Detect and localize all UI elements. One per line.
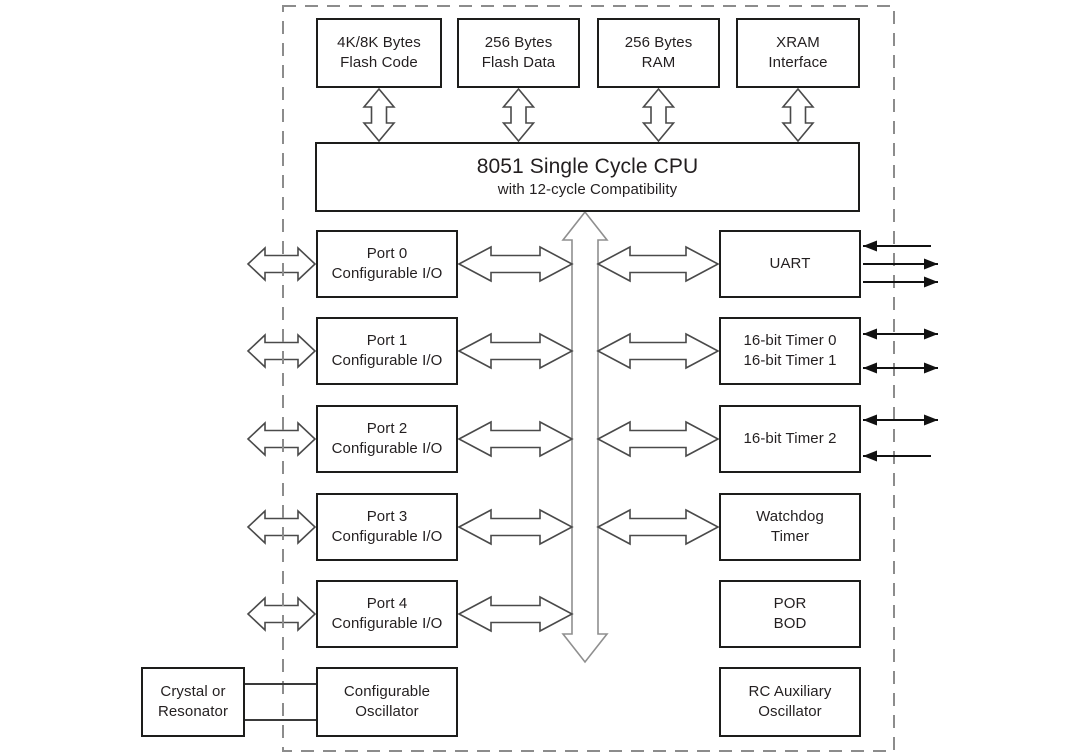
block-label: BOD: [773, 615, 807, 632]
port0-external-arrow: [246, 246, 317, 282]
block-label: 4K/8K Bytes: [337, 34, 421, 52]
block-label: Flash Data: [481, 54, 556, 71]
block-label: Configurable I/O: [331, 615, 443, 632]
block-label: XRAM: [776, 34, 820, 52]
block-xram-interface: XRAM Interface: [736, 18, 860, 88]
block-label: Port 0: [366, 245, 408, 263]
cpu-subtitle: with 12-cycle Compatibility: [497, 181, 678, 199]
block-label: 16-bit Timer 0: [743, 332, 837, 350]
memory-cpu-arrow-3: [781, 87, 815, 143]
block-label: Resonator: [157, 703, 229, 720]
block-ram: 256 Bytes RAM: [597, 18, 720, 88]
block-label: RAM: [641, 54, 676, 71]
block-label: Flash Code: [340, 54, 418, 71]
timer1-io-arrow-head-right: [924, 362, 938, 374]
block-label: Oscillator: [758, 703, 822, 720]
block-label: 256 Bytes: [484, 34, 553, 52]
port3-external-arrow: [246, 509, 317, 545]
bus-uart-arrow: [596, 245, 720, 283]
port0-bus-arrow: [457, 245, 574, 283]
memory-cpu-arrow-2: [641, 87, 676, 143]
block-label: Port 1: [366, 332, 408, 350]
block-uart: UART: [719, 230, 861, 298]
port1-bus-arrow: [457, 332, 574, 370]
port4-bus-arrow: [457, 595, 574, 633]
block-flash-data: 256 Bytes Flash Data: [457, 18, 580, 88]
block-port1: Port 1 Configurable I/O: [316, 317, 458, 385]
port1-external-arrow: [246, 333, 317, 369]
block-label: Watchdog: [756, 508, 824, 526]
block-flash-code: 4K/8K Bytes Flash Code: [316, 18, 442, 88]
port2-bus-arrow: [457, 420, 574, 458]
block-label: Configurable I/O: [331, 528, 443, 545]
memory-cpu-arrow-0: [362, 87, 396, 143]
block-label: RC Auxiliary: [748, 683, 832, 701]
block-port0: Port 0 Configurable I/O: [316, 230, 458, 298]
cpu-title: 8051 Single Cycle CPU: [476, 155, 699, 179]
port2-external-arrow: [246, 421, 317, 457]
block-configurable-oscillator: Configurable Oscillator: [316, 667, 458, 737]
timer2-io-arrow-head-right: [924, 414, 938, 426]
block-label: Configurable I/O: [331, 440, 443, 457]
uart-in-arrow-head-left: [863, 240, 877, 252]
block-port3: Port 3 Configurable I/O: [316, 493, 458, 561]
block-label: Oscillator: [355, 703, 419, 720]
bus-timer01-arrow: [596, 332, 720, 370]
timer0-io-arrow-head-right: [924, 328, 938, 340]
uart-out-arrow-1-head-right: [924, 276, 938, 288]
timer1-io-arrow-head-left: [863, 362, 877, 374]
block-port4: Port 4 Configurable I/O: [316, 580, 458, 648]
block-por-bod: POR BOD: [719, 580, 861, 648]
port3-bus-arrow: [457, 508, 574, 546]
block-timer01: 16-bit Timer 0 16-bit Timer 1: [719, 317, 861, 385]
block-label: Port 2: [366, 420, 408, 438]
timer2-io-arrow-head-left: [863, 414, 877, 426]
block-label: Configurable I/O: [331, 352, 443, 369]
block-label: POR: [773, 595, 807, 613]
bus-watchdog-arrow: [596, 508, 720, 546]
uart-out-arrow-0-head-right: [924, 258, 938, 270]
block-cpu: 8051 Single Cycle CPU with 12-cycle Comp…: [315, 142, 860, 212]
block-port2: Port 2 Configurable I/O: [316, 405, 458, 473]
block-label: Configurable: [343, 683, 431, 701]
chip-boundary-dashed: [282, 5, 895, 752]
block-rc-aux-oscillator: RC Auxiliary Oscillator: [719, 667, 861, 737]
timer2-in-arrow-head-left: [863, 450, 877, 462]
block-label: Timer: [770, 528, 810, 545]
block-timer2: 16-bit Timer 2: [719, 405, 861, 473]
block-watchdog-timer: Watchdog Timer: [719, 493, 861, 561]
block-label: Port 3: [366, 508, 408, 526]
memory-cpu-arrow-1: [501, 87, 536, 143]
block-label: UART: [769, 255, 811, 273]
block-label: Interface: [768, 54, 828, 71]
block-label: 16-bit Timer 1: [743, 352, 837, 369]
block-label: Port 4: [366, 595, 408, 613]
block-crystal-resonator: Crystal or Resonator: [141, 667, 245, 737]
bus-timer2-arrow: [596, 420, 720, 458]
block-label: 16-bit Timer 2: [743, 430, 837, 448]
port4-external-arrow: [246, 596, 317, 632]
timer0-io-arrow-head-left: [863, 328, 877, 340]
block-label: Crystal or: [160, 683, 226, 701]
cpu-bus-arrow: [561, 210, 609, 664]
block-label: Configurable I/O: [331, 265, 443, 282]
block-label: 256 Bytes: [624, 34, 693, 52]
